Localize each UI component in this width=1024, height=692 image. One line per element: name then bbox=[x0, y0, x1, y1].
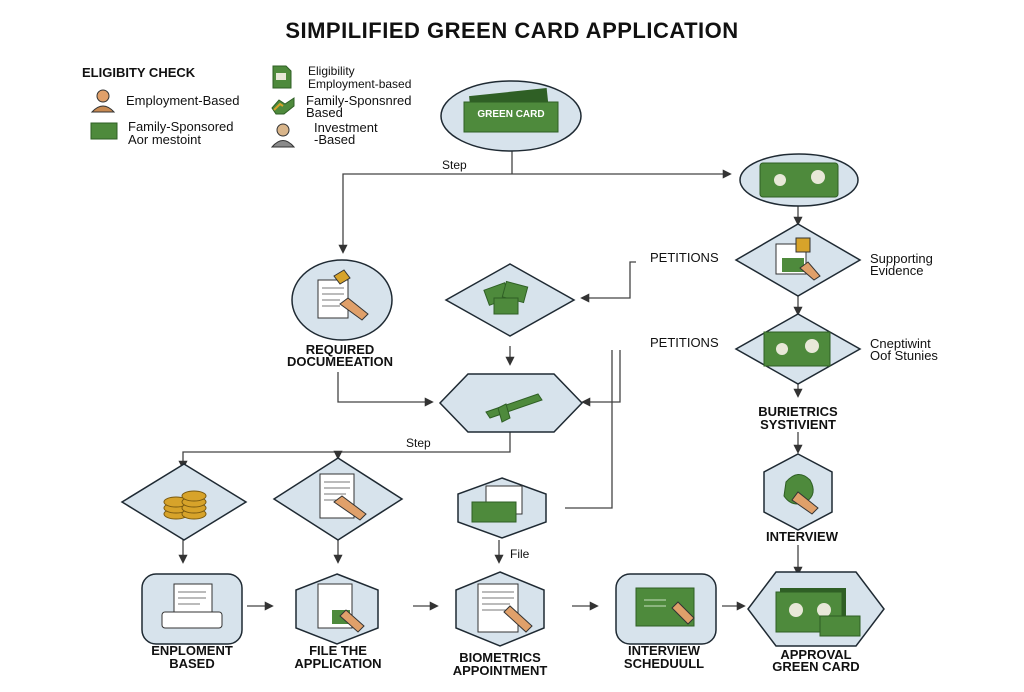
step-label-top: Step bbox=[442, 158, 467, 172]
required-doc-line1: REQUIRED bbox=[305, 342, 375, 357]
petitions-label-1: PETITIONS bbox=[650, 250, 719, 265]
bottom-file-application-node bbox=[295, 573, 379, 645]
file-label: File bbox=[510, 547, 530, 561]
bottom-label-4-line1: INTERVIEW bbox=[628, 643, 700, 658]
petition-document-node bbox=[734, 223, 862, 297]
coins-node bbox=[120, 463, 248, 541]
biometrics-system-line1: BURIETRICS bbox=[758, 404, 838, 419]
diagram-title: SIMPILIFIED GREEN CARD APPLICATION bbox=[285, 18, 739, 43]
bottom-interview-node bbox=[615, 573, 717, 645]
legend-item-eligibility-line1: Eligibility bbox=[308, 64, 355, 78]
investor-icon bbox=[270, 123, 296, 148]
bottom-label-4-line2: SCHEDUULL bbox=[623, 656, 705, 671]
supporting-label-line2: Evidence bbox=[870, 263, 924, 278]
bottom-label-2-line2: APPLICATION bbox=[294, 656, 382, 671]
legend-item-eligibility-line2: Employment-based bbox=[308, 77, 412, 91]
biometrics-system-line2: SYSTIVIENT bbox=[760, 417, 836, 432]
cneptiwint-label-line2: Oof Stunies bbox=[870, 348, 938, 363]
legend-item-family-sponsored-line2: Based bbox=[306, 105, 343, 120]
legend-item-employment: Employment-Based bbox=[126, 93, 240, 108]
bottom-label-2-line1: FILE THE bbox=[309, 643, 367, 658]
required-documentation-node bbox=[291, 259, 393, 341]
bottom-biometrics-node bbox=[455, 571, 545, 647]
required-doc-line2: DOCUMEEATION bbox=[287, 354, 393, 369]
bottom-label-3-line2: APPOINTMENT bbox=[452, 663, 548, 678]
green-rectangle-icon bbox=[90, 122, 118, 140]
link-req-m2 bbox=[337, 372, 434, 407]
link-to-required bbox=[338, 173, 512, 254]
petitions-label-2: PETITIONS bbox=[650, 335, 719, 350]
link-pet1 bbox=[580, 261, 636, 303]
document-icon bbox=[272, 65, 292, 89]
bottom-employment-node bbox=[141, 573, 243, 645]
bottom-approval-node bbox=[747, 571, 885, 647]
link-file-pet bbox=[565, 350, 613, 509]
supporting-label-line1: Supporting bbox=[870, 251, 933, 266]
legend-item-investment-line1: Investment bbox=[314, 120, 378, 135]
card-id-node bbox=[739, 153, 859, 207]
green-card-node bbox=[440, 80, 582, 152]
file-hand-node bbox=[272, 457, 404, 541]
bottom-label-3-line1: BIOMETRICS bbox=[459, 650, 541, 665]
legend-heading: ELIGIBITY CHECK bbox=[82, 65, 196, 80]
cneptiwint-label-line1: Cneptiwint bbox=[870, 336, 931, 351]
step-label-middle: Step bbox=[406, 436, 431, 450]
bottom-label-1-line1: ENPLOMENT bbox=[151, 643, 233, 658]
green-card-label: GREEN CARD bbox=[477, 109, 545, 120]
money-node bbox=[444, 263, 576, 337]
legend-item-family-sponsored-line1: Family-Sponsnred bbox=[306, 93, 412, 108]
interview-label: INTERVIEW bbox=[766, 529, 838, 544]
bottom-label-5-line1: APPROVAL bbox=[780, 647, 852, 662]
interview-node bbox=[763, 453, 833, 531]
certificate-node bbox=[734, 313, 862, 385]
file-documents-node bbox=[457, 477, 547, 539]
link-pet2 bbox=[581, 350, 621, 407]
pen-sign-node bbox=[438, 373, 584, 433]
legend-item-investment-line2: -Based bbox=[314, 132, 356, 147]
bottom-label-5-line2: GREEN CARD bbox=[772, 659, 860, 674]
legend-item-family-line2: Aor mestoint bbox=[128, 132, 201, 147]
person-icon bbox=[90, 89, 116, 113]
bottom-label-1-line2: BASED bbox=[169, 656, 215, 671]
link-m2-split bbox=[178, 430, 511, 470]
legend-item-family-line1: Family-Sponsored bbox=[128, 119, 234, 134]
handshake-icon bbox=[271, 97, 295, 115]
